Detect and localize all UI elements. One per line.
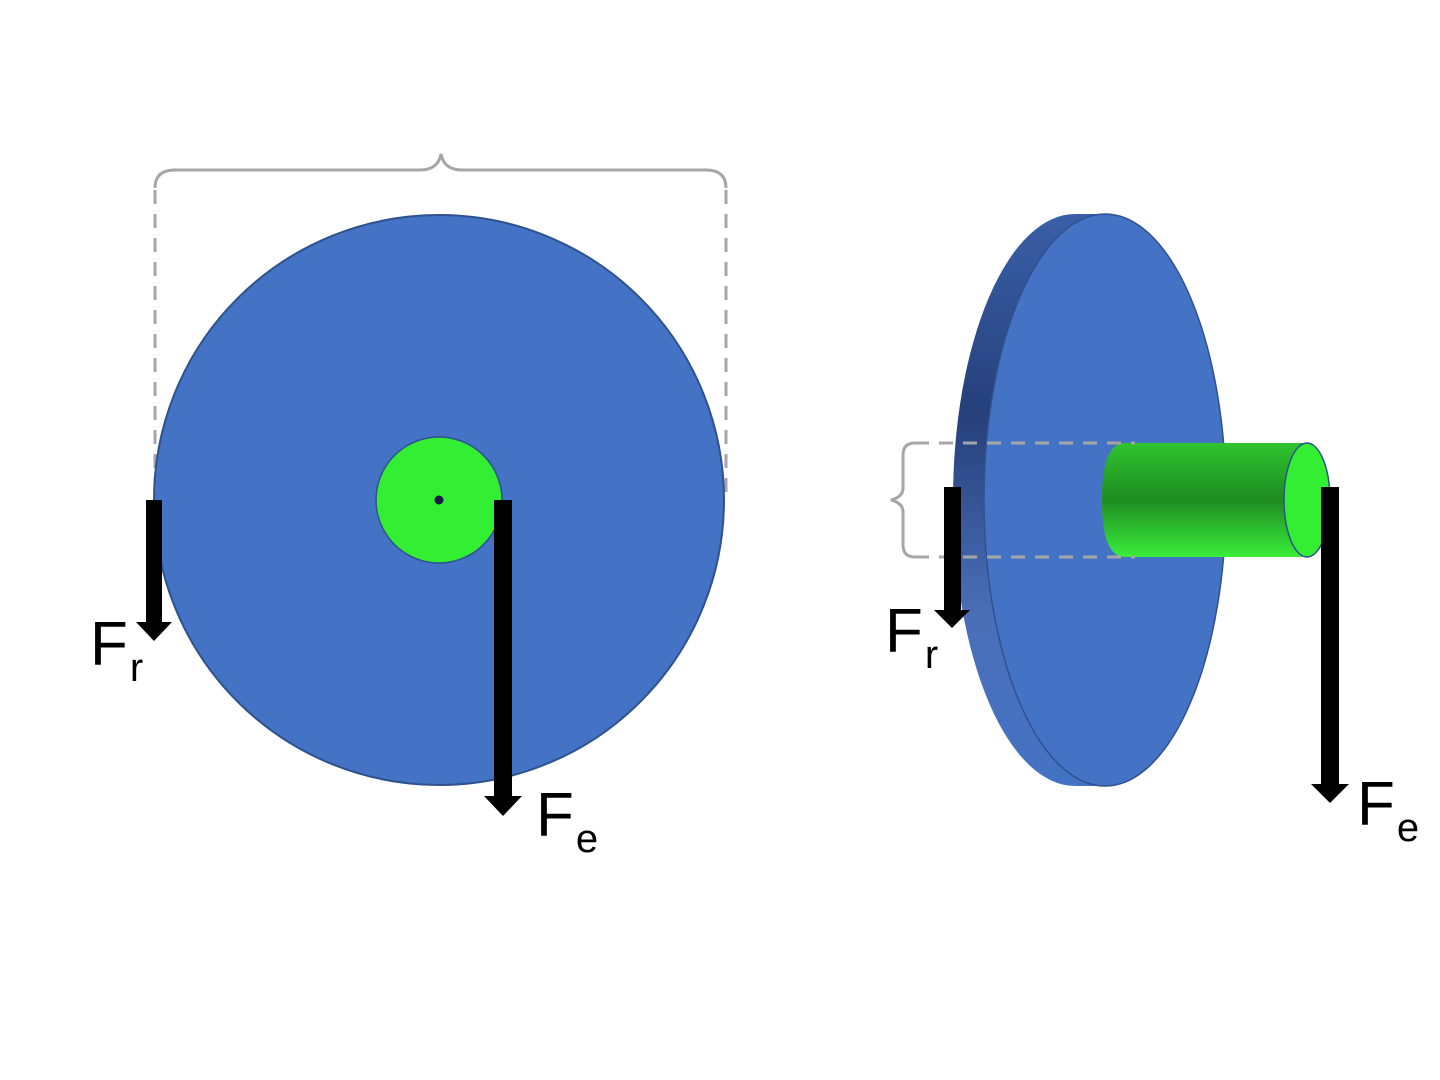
front-view: Fr Fe [90, 153, 728, 861]
side-view: Fr Fe [885, 213, 1419, 850]
rim-force-label: Fr [885, 597, 938, 677]
axle-cylinder [1102, 443, 1307, 557]
rim-force-label: Fr [90, 610, 143, 690]
hub-force-label: Fe [536, 781, 598, 861]
hub-force-arrow [484, 500, 522, 816]
rim-force-arrow [934, 487, 970, 628]
axle-diameter-brace [890, 441, 916, 559]
diameter-brace [153, 153, 728, 189]
hub-force-label: Fe [1357, 770, 1419, 850]
hub-force-arrow [1311, 487, 1349, 803]
center-point [434, 495, 444, 505]
rim-force-arrow [136, 500, 172, 641]
